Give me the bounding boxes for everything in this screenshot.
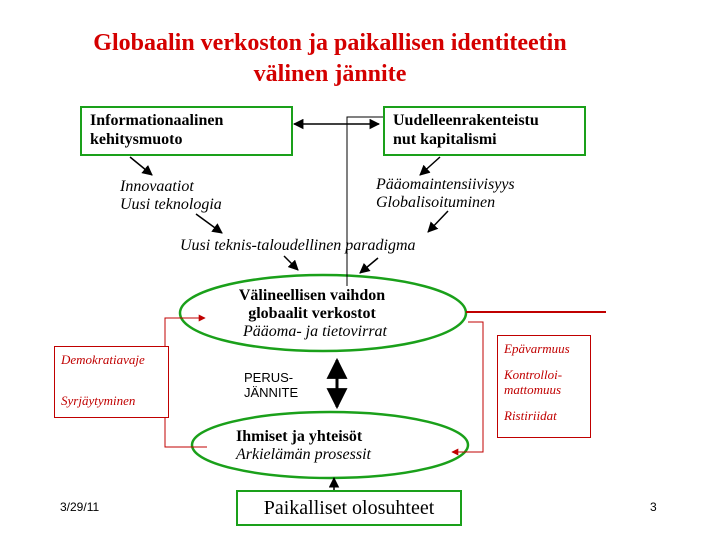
bottom-ellipse-line-1: Ihmiset ja yhteisöt bbox=[236, 428, 363, 445]
local-conditions-box: Paikalliset olosuhteet bbox=[236, 490, 462, 526]
red-connector-right bbox=[451, 321, 484, 456]
red-item-uncontrollable-2: mattomuus bbox=[504, 382, 562, 397]
paradigm-label: Uusi teknis-taloudellinen paradigma bbox=[180, 237, 416, 254]
right-item-globalisation: Globalisoituminen bbox=[376, 194, 496, 211]
red-item-contradictions: Ristiriidat bbox=[504, 408, 557, 423]
arrow-left-box-to-innovations bbox=[129, 156, 153, 176]
people-communities-text: Ihmiset ja yhteisöt Arkielämän prosessit bbox=[236, 428, 371, 464]
informational-development-box: Informationaalinen kehitysmuoto bbox=[80, 106, 293, 156]
box-left-line-1: Informationaalinen bbox=[90, 112, 224, 129]
slide-title: Globaalin verkoston ja paikallisen ident… bbox=[0, 28, 660, 90]
top-ellipse-line-1: Välineellisen vaihdon bbox=[238, 287, 386, 304]
arrow-globalisation-to-paradigm bbox=[427, 210, 449, 233]
box-left-line-2: kehitysmuoto bbox=[90, 131, 183, 148]
title-line-1: Globaalin verkoston ja paikallisen ident… bbox=[93, 30, 567, 56]
left-red-box: Demokratiavaje Syrjäytyminen bbox=[54, 346, 169, 418]
title-line-2: välinen jännite bbox=[253, 61, 407, 87]
vertical-connector-line bbox=[346, 116, 386, 286]
top-ellipse-line-3: Pääoma- ja tietovirrat bbox=[243, 323, 387, 340]
left-item-technology: Uusi teknologia bbox=[120, 196, 222, 213]
right-items: Pääomaintensiivisyys Globalisoituminen bbox=[376, 176, 515, 212]
arrow-paradigm-to-ellipse-right bbox=[359, 257, 379, 274]
tension-line-1: PERUS- bbox=[244, 370, 294, 385]
global-networks-text: Välineellisen vaihdon globaalit verkosto… bbox=[237, 287, 387, 341]
red-item-democracy-deficit: Demokratiavaje bbox=[61, 352, 145, 367]
box-right-line-2: nut kapitalismi bbox=[393, 131, 497, 148]
right-red-box: Epävarmuus Kontrolloi- mattomuus Ristiri… bbox=[497, 335, 591, 438]
arrow-paradigm-to-ellipse-left bbox=[283, 255, 299, 271]
right-item-capital-intensity: Pääomaintensiivisyys bbox=[376, 176, 515, 193]
box-right-line-1: Uudelleenrakenteistu bbox=[393, 112, 539, 129]
restructured-capitalism-box: Uudelleenrakenteistu nut kapitalismi bbox=[383, 106, 586, 156]
red-connector-left bbox=[164, 314, 207, 448]
page-number: 3 bbox=[650, 500, 657, 514]
red-item-insecurity: Epävarmuus bbox=[504, 341, 570, 356]
bottom-ellipse-line-2: Arkielämän prosessit bbox=[236, 446, 371, 463]
left-item-innovations: Innovaatiot bbox=[120, 178, 194, 195]
red-item-exclusion: Syrjäytyminen bbox=[61, 393, 136, 408]
red-item-uncontrollable-1: Kontrolloi- bbox=[504, 367, 563, 382]
left-items: Innovaatiot Uusi teknologia bbox=[120, 178, 222, 214]
tension-label: PERUS- JÄNNITE bbox=[244, 370, 298, 400]
footer-date: 3/29/11 bbox=[60, 500, 100, 514]
arrow-right-box-to-capital bbox=[419, 156, 441, 176]
tension-line-2: JÄNNITE bbox=[244, 385, 299, 400]
top-ellipse-line-2: globaalit verkostot bbox=[248, 305, 376, 322]
arrow-technology-to-paradigm bbox=[195, 213, 223, 234]
local-conditions-label: Paikalliset olosuhteet bbox=[263, 497, 435, 519]
